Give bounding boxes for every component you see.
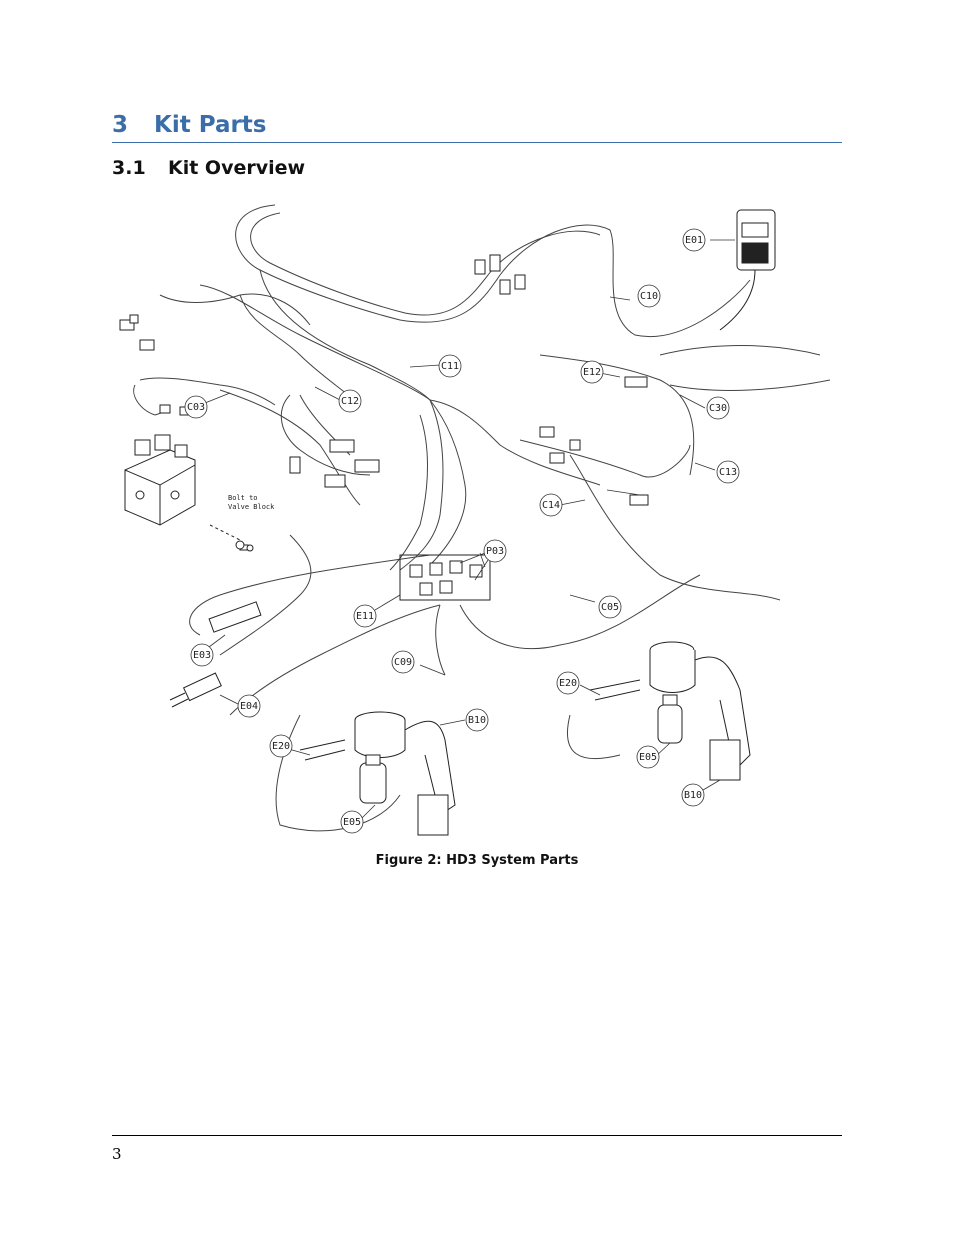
subsection-title: Kit Overview	[168, 157, 306, 179]
footer-rule	[112, 1135, 842, 1136]
callout-leaders	[199, 239, 735, 821]
label-c11: C11	[441, 361, 459, 372]
section-number: 3	[112, 112, 129, 138]
note-line-1: Bolt to	[228, 494, 258, 502]
remote-controller	[719, 209, 776, 331]
wiring-diagram: E01 C10 C11 C12 C03 E12 C30 C13 C14 P03 …	[119, 204, 831, 836]
note-line-2: Valve Block	[228, 503, 275, 511]
sensor-cylinder-right	[589, 641, 751, 781]
label-e04: E04	[240, 701, 258, 712]
bolt-hardware	[209, 524, 254, 552]
sensors-e03-e04	[169, 544, 262, 708]
label-e05-left: E05	[343, 817, 361, 828]
label-p03: P03	[486, 546, 504, 557]
subsection-number: 3.1	[112, 157, 146, 179]
figure-caption: Figure 2: HD3 System Parts	[375, 853, 579, 868]
page-number: 3	[112, 1145, 122, 1163]
valve-block	[124, 434, 196, 526]
label-c14: C14	[542, 500, 560, 511]
sensor-cylinder-left	[299, 711, 456, 836]
harness-cables	[133, 204, 831, 832]
label-c10: C10	[640, 291, 658, 302]
section-title: Kit Parts	[154, 112, 267, 138]
label-e12: E12	[583, 367, 601, 378]
label-b10-left: B10	[468, 715, 486, 726]
label-e11: E11	[356, 611, 374, 622]
callout-bubbles	[184, 228, 740, 834]
label-e20-left: E20	[272, 741, 290, 752]
label-e20-right: E20	[559, 678, 577, 689]
label-c13: C13	[719, 467, 737, 478]
label-e05-right: E05	[639, 752, 657, 763]
connectors	[119, 254, 649, 601]
label-c03: C03	[187, 402, 205, 413]
label-c09: C09	[394, 657, 412, 668]
system-parts-figure: E01 C10 C11 C12 C03 E12 C30 C13 C14 P03 …	[100, 195, 840, 845]
callout-labels: E01 C10 C11 C12 C03 E12 C30 C13 C14 P03 …	[187, 235, 737, 828]
label-b10-right: B10	[684, 790, 702, 801]
label-e01: E01	[685, 235, 703, 246]
label-c05: C05	[601, 602, 619, 613]
label-c12: C12	[341, 396, 359, 407]
label-c30: C30	[709, 403, 727, 414]
label-e03: E03	[193, 650, 211, 661]
section-heading: 3 Kit Parts	[112, 110, 842, 143]
